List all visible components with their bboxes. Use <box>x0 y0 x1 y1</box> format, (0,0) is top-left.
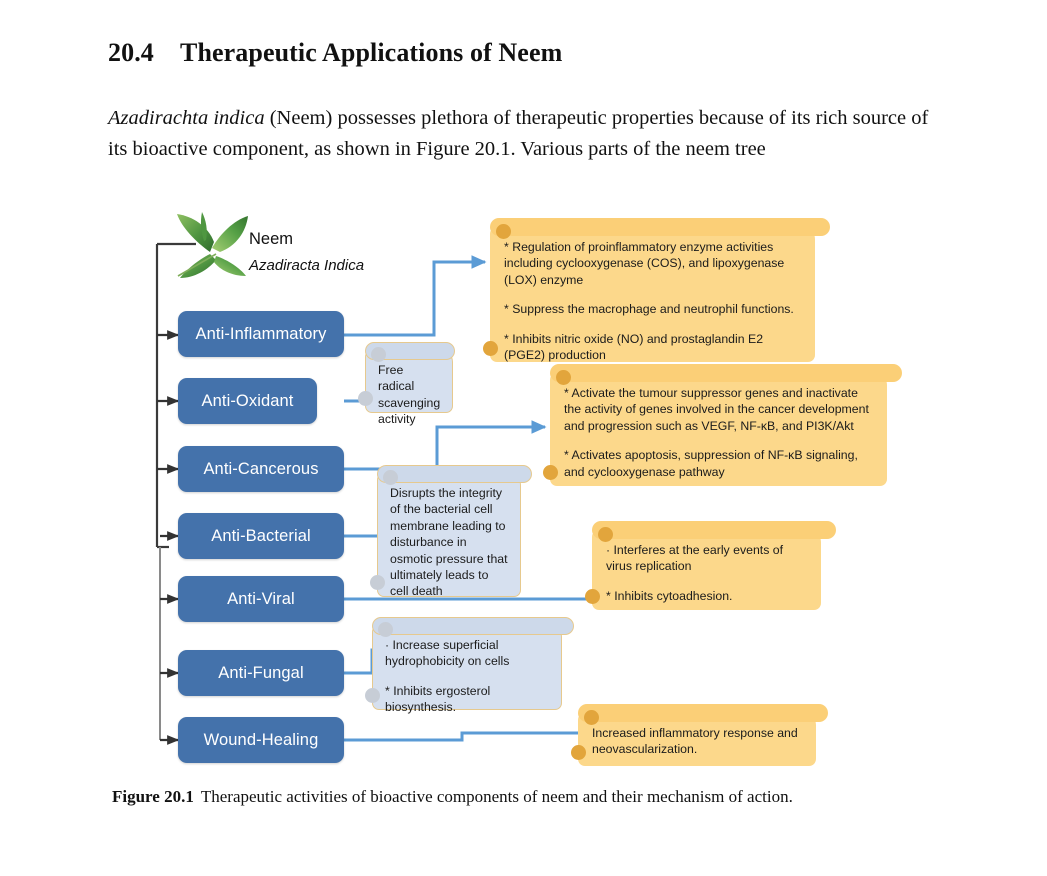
category-label: Anti-Fungal <box>218 663 304 682</box>
card-pin-icon <box>378 622 393 637</box>
figure-20-1: Neem Azadiracta Indica Anti-Inflammatory… <box>0 195 1047 780</box>
card-pin-icon <box>571 745 586 760</box>
category-label: Anti-Inflammatory <box>195 324 327 343</box>
category-node-wound-healing[interactable]: Wound-Healing <box>178 717 344 763</box>
card-line: · Increase superficial hydrophobicity on… <box>385 638 510 669</box>
card-line: * Activate the tumour suppressor genes a… <box>564 386 869 433</box>
category-label: Wound-Healing <box>203 730 319 749</box>
card-line: * Inhibits ergosterol biosynthesis. <box>385 683 491 715</box>
card-pin-icon <box>370 575 385 590</box>
card-line: * Regulation of proinflammatory enzyme a… <box>504 240 785 287</box>
category-node-anti-fungal[interactable]: Anti-Fungal <box>178 650 344 696</box>
card-line: * Inhibits cytoadhesion. <box>606 588 733 603</box>
category-label: Anti-Bacterial <box>211 526 311 545</box>
card-tab <box>490 218 830 236</box>
neem-leaf-icon <box>177 212 248 278</box>
card-pin-icon <box>543 465 558 480</box>
info-card-anti-cancerous: * Activate the tumour suppressor genes a… <box>543 364 902 486</box>
species-name-italic: Azadirachta indica <box>108 107 265 129</box>
card-pin-icon <box>556 370 571 385</box>
card-pin-icon <box>383 470 398 485</box>
note-card-anti-bacterial: Disrupts the integrity of the bacterial … <box>370 465 532 599</box>
body-paragraph-rest: (Neem) possesses plethora of therapeutic… <box>108 107 929 160</box>
neem-root-label: Neem <box>249 230 294 248</box>
category-node-anti-inflammatory[interactable]: Anti-Inflammatory <box>178 311 344 357</box>
card-pin-icon <box>584 710 599 725</box>
card-line: * Suppress the macrophage and neutrophil… <box>504 302 794 317</box>
card-pin-icon <box>358 391 373 406</box>
card-line: * Inhibits nitric oxide (NO) and prostag… <box>504 331 764 363</box>
connector-anti-cancerous <box>344 420 547 471</box>
card-tab <box>377 465 532 483</box>
card-pin-icon <box>496 224 511 239</box>
card-tab <box>592 521 836 539</box>
card-pin-icon <box>483 341 498 356</box>
page-title: 20.4 Therapeutic Applications of Neem <box>108 38 562 68</box>
card-line: Disrupts the integrity of the bacterial … <box>390 486 508 599</box>
card-pin-icon <box>585 589 600 604</box>
card-line: * Activates apoptosis, suppression of NF… <box>564 448 858 479</box>
card-pin-icon <box>371 347 386 362</box>
category-node-anti-bacterial[interactable]: Anti-Bacterial <box>178 513 344 559</box>
connector-wound-healing <box>344 726 662 742</box>
category-label: Anti-Cancerous <box>203 459 319 478</box>
note-card-anti-oxidant: Free radical scavenging activity <box>358 342 455 426</box>
body-paragraph: Azadirachta indica (Neem) possesses plet… <box>108 103 938 165</box>
card-line: Free radical scavenging activity <box>378 363 441 427</box>
figure-caption-text: Therapeutic activities of bioactive comp… <box>200 787 793 806</box>
info-card-anti-inflammatory: * Regulation of proinflammatory enzyme a… <box>483 218 830 363</box>
note-card-anti-fungal: · Increase superficial hydrophobicity on… <box>365 617 574 714</box>
card-pin-icon <box>365 688 380 703</box>
card-line: · Interferes at the early events of viru… <box>606 543 784 574</box>
category-node-anti-oxidant[interactable]: Anti-Oxidant <box>178 378 317 424</box>
category-node-anti-cancerous[interactable]: Anti-Cancerous <box>178 446 344 492</box>
card-tab <box>365 342 455 360</box>
category-node-anti-viral[interactable]: Anti-Viral <box>178 576 344 622</box>
category-label: Anti-Oxidant <box>201 391 294 410</box>
info-card-anti-viral: · Interferes at the early events of viru… <box>585 521 836 610</box>
neem-scientific-name: Azadiracta Indica <box>249 257 365 274</box>
spine-arrows <box>157 330 180 745</box>
figure-caption-label: Figure 20.1 <box>112 787 194 806</box>
card-tab <box>550 364 902 382</box>
section-number: 20.4 <box>108 38 154 67</box>
card-tab <box>372 617 574 635</box>
connector-anti-inflammatory <box>344 255 487 337</box>
info-card-wound-healing: Increased inflammatory response and neov… <box>571 704 828 766</box>
card-pin-icon <box>598 527 613 542</box>
category-label: Anti-Viral <box>227 589 295 608</box>
card-line: Increased inflammatory response and neov… <box>592 726 798 757</box>
figure-caption: Figure 20.1 Therapeutic activities of bio… <box>112 786 972 808</box>
section-title: Therapeutic Applications of Neem <box>180 38 563 67</box>
card-tab <box>578 704 828 722</box>
